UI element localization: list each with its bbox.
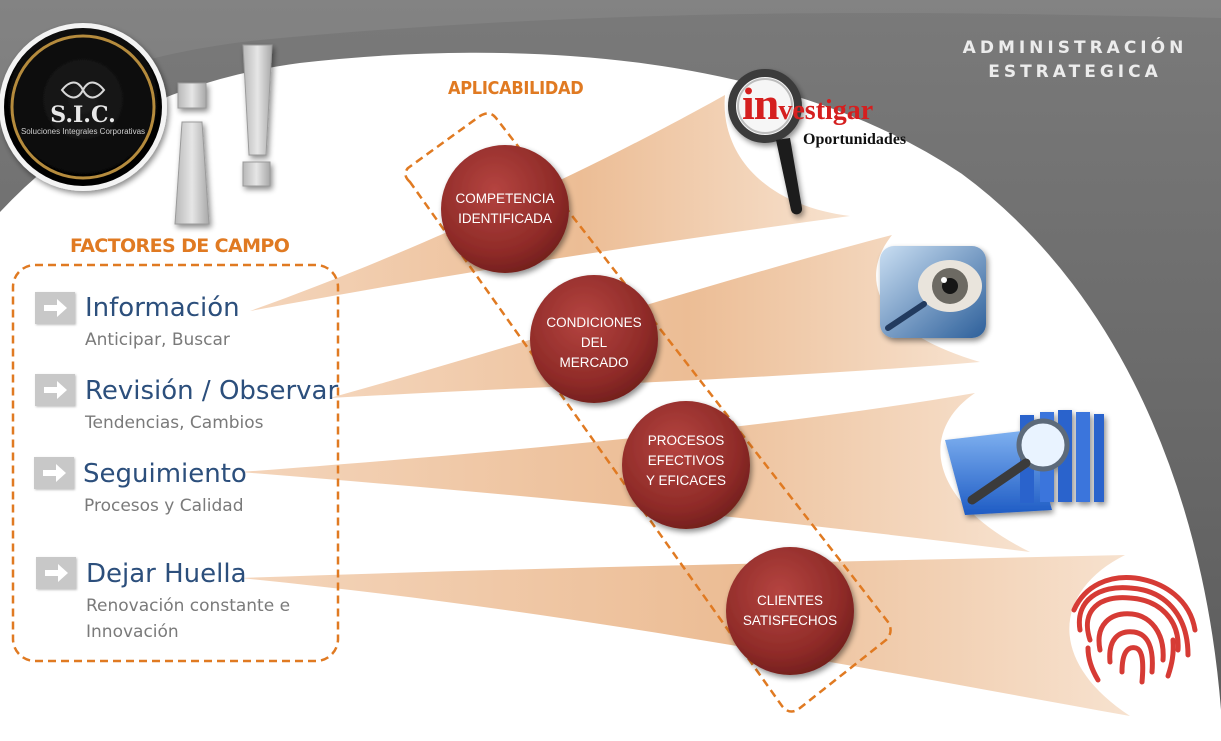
- arrow-right-icon: [36, 557, 76, 589]
- folders-magnifier-icon: [945, 410, 1104, 515]
- circle-label-procesos: PROCESOS EFECTIVOS Y EFICACES: [645, 433, 727, 488]
- beam-4: [240, 555, 1130, 716]
- fingerprint-icon: [1071, 574, 1198, 685]
- exclamation-graphic: [174, 44, 273, 225]
- factor-subtitle-dejar-huella: Renovación constante e Innovación: [86, 596, 291, 642]
- factors-heading: FACTORES DE CAMPO: [70, 235, 290, 257]
- factor-title-revision: Revisión / Observar: [85, 376, 339, 406]
- factor-title-informacion: Información: [85, 293, 240, 323]
- magnifying-glass-icon: [728, 69, 803, 215]
- applicability-heading: APLICABILIDAD: [448, 78, 584, 99]
- arrow-right-icon: [35, 374, 75, 406]
- logo-initials: S.I.C.: [50, 102, 116, 128]
- factor-subtitle-revision: Tendencias, Cambios: [85, 413, 264, 433]
- factor-subtitle-seguimiento: Procesos y Calidad: [84, 496, 244, 516]
- logo-badge: [0, 23, 167, 191]
- investigar-wordmark: investigar: [742, 77, 873, 130]
- circle-label-clientes: CLIENTES SATISFECHOS: [742, 593, 838, 628]
- factor-title-dejar-huella: Dejar Huella: [86, 559, 247, 589]
- arrow-right-icon: [35, 292, 75, 324]
- factor-title-seguimiento: Seguimiento: [83, 459, 247, 489]
- eye-magnifier-icon: [880, 246, 986, 338]
- investigar-caption: Oportunidades: [803, 131, 907, 148]
- logo-tagline: Soluciones Integrales Corporativas: [20, 127, 146, 136]
- factor-subtitle-informacion: Anticipar, Buscar: [85, 330, 230, 350]
- beam-2: [330, 235, 980, 398]
- circle-label-competencia: COMPETENCIA IDENTIFICADA: [455, 191, 555, 226]
- applicability-circles: [441, 145, 854, 675]
- arrow-right-icon: [34, 457, 74, 489]
- header-title-line1: ADMINISTRACIÓN: [962, 38, 1188, 58]
- banner-inner-shade: [0, 0, 1221, 130]
- investigar-prefix: in: [742, 78, 779, 129]
- header-title-line2: ESTRATEGICA: [988, 62, 1162, 82]
- investigar-rest: vestigar: [778, 95, 874, 126]
- circle-label-condiciones: CONDICIONES DEL MERCADO: [546, 315, 642, 370]
- applicability-dashed-frame: [404, 112, 892, 713]
